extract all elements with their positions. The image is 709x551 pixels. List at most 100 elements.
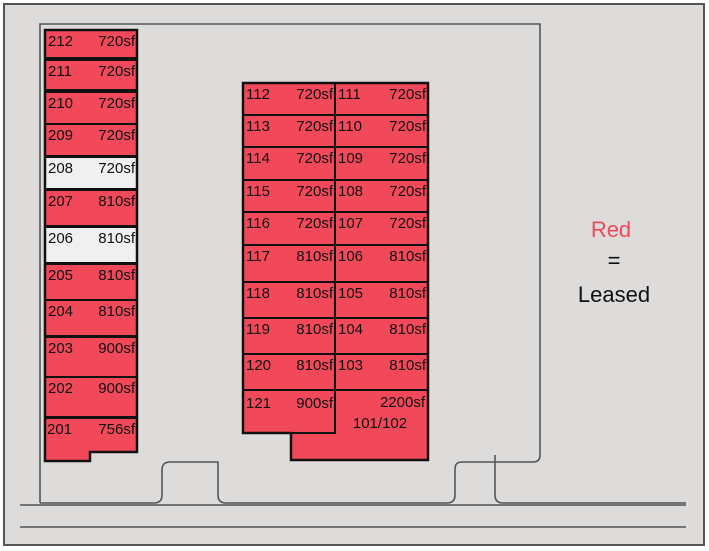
unit-size: 720sf — [296, 215, 334, 232]
unit-shape — [334, 146, 429, 181]
unit-number: 209 — [48, 127, 73, 144]
unit-size: 720sf — [98, 63, 136, 80]
legend-equals: = — [608, 248, 621, 273]
unit-116: 116 720sf — [242, 211, 336, 246]
unit-size: 720sf — [98, 127, 136, 144]
unit-number: 101/102 — [353, 415, 407, 432]
unit-number: 204 — [48, 303, 73, 320]
unit-number: 103 — [338, 357, 363, 374]
unit-size: 810sf — [98, 303, 136, 320]
unit-119: 119 810sf — [242, 317, 336, 355]
unit-number: 109 — [338, 150, 363, 167]
unit-number: 202 — [48, 380, 73, 397]
unit-number: 111 — [338, 86, 361, 103]
unit-number: 119 — [246, 321, 270, 338]
unit-117: 117 810sf — [242, 244, 336, 283]
unit-size: 900sf — [98, 340, 136, 357]
unit-203: 203 900sf — [44, 336, 138, 378]
unit-size: 720sf — [389, 183, 427, 200]
unit-shape — [44, 29, 138, 59]
unit-size: 810sf — [296, 321, 334, 338]
unit-size: 810sf — [389, 321, 427, 338]
unit-210: 210 720sf — [44, 91, 138, 125]
unit-shape — [334, 244, 429, 283]
unit-204: 204 810sf — [44, 299, 138, 337]
unit-number: 106 — [338, 248, 363, 265]
unit-number: 105 — [338, 285, 363, 302]
unit-number: 115 — [246, 183, 270, 200]
unit-shape — [44, 189, 138, 227]
unit-size: 810sf — [389, 285, 427, 302]
unit-size: 810sf — [98, 193, 136, 210]
unit-size: 720sf — [296, 150, 334, 167]
unit-size: 900sf — [98, 380, 136, 397]
unit-shape — [334, 211, 429, 246]
unit-109: 109 720sf — [334, 146, 429, 181]
unit-104: 104 810sf — [334, 317, 429, 355]
unit-number: 114 — [246, 150, 270, 167]
unit-105: 105 810sf — [334, 281, 429, 319]
unit-shape — [44, 91, 138, 125]
unit-size: 900sf — [296, 395, 334, 412]
unit-115: 115 720sf — [242, 179, 336, 213]
unit-number: 212 — [48, 33, 73, 50]
unit-number: 107 — [338, 215, 363, 232]
unit-205: 205 810sf — [44, 263, 138, 301]
unit-number: 203 — [48, 340, 73, 357]
unit-103: 103 810sf — [334, 353, 429, 391]
building-200-outline — [43, 28, 139, 463]
unit-number: 120 — [246, 357, 271, 374]
unit-shape — [44, 336, 138, 378]
unit-number: 110 — [338, 118, 362, 135]
unit-number: 207 — [48, 193, 73, 210]
unit-207: 207 810sf — [44, 189, 138, 227]
unit-size: 720sf — [98, 95, 136, 112]
unit-number: 206 — [48, 230, 73, 247]
unit-size: 810sf — [389, 357, 427, 374]
unit-size: 720sf — [98, 33, 136, 50]
site-boundary-line — [39, 23, 541, 504]
unit-120: 120 810sf — [242, 353, 336, 391]
unit-number: 121 — [246, 395, 271, 412]
unit-number: 104 — [338, 321, 363, 338]
unit-113: 113 720sf — [242, 114, 336, 148]
unit-size: 720sf — [98, 160, 136, 177]
unit-208: 208 720sf — [44, 156, 138, 190]
building-100-outline — [241, 81, 430, 462]
unit-114: 114 720sf — [242, 146, 336, 181]
unit-106: 106 810sf — [334, 244, 429, 283]
unit-size: 810sf — [296, 285, 334, 302]
unit-size: 810sf — [98, 267, 136, 284]
unit-size: 720sf — [296, 183, 334, 200]
unit-size: 810sf — [296, 357, 334, 374]
unit-size: 2200sf — [380, 394, 426, 411]
unit-121: 121 900sf — [242, 389, 336, 434]
unit-number: 118 — [246, 285, 270, 302]
unit-number: 117 — [246, 248, 270, 265]
unit-number: 208 — [48, 160, 73, 177]
legend-meaning: Leased — [578, 282, 650, 307]
unit-111: 111 720sf — [334, 82, 429, 116]
unit-number: 201 — [47, 421, 72, 438]
legend-status-word: Red — [591, 217, 631, 242]
unit-size: 810sf — [389, 248, 427, 265]
unit-size: 720sf — [296, 86, 334, 103]
unit-size: 810sf — [98, 230, 136, 247]
unit-number: 205 — [48, 267, 73, 284]
driveway-east — [494, 455, 686, 504]
unit-shape — [334, 281, 429, 319]
unit-size: 756sf — [98, 421, 136, 438]
unit-size: 720sf — [389, 86, 427, 103]
unit-number: 116 — [246, 215, 270, 232]
unit-size: 810sf — [296, 248, 334, 265]
unit-number: 113 — [246, 118, 270, 135]
unit-118: 118 810sf — [242, 281, 336, 319]
unit-size: 720sf — [389, 150, 427, 167]
unit-size: 720sf — [296, 118, 334, 135]
unit-number: 112 — [246, 86, 270, 103]
unit-number: 210 — [48, 95, 73, 112]
